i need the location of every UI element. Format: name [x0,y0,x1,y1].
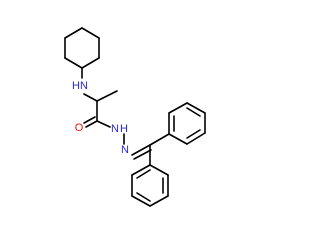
ring-bond [64,57,83,69]
cyclohexyl-ring [64,27,100,69]
ring-bond [131,195,151,207]
imine-n-label: N [121,144,129,156]
ring-bond [168,133,188,145]
carbonyl-to-hydrazide-n-bond [96,120,111,128]
carbonyl-double-bond-outer [85,120,98,128]
alpha-carbon-to-methyl-bond [96,90,118,102]
aromatic-inner-bond [186,129,201,139]
ring-bond [131,164,151,176]
ring-bond [149,164,169,176]
aromatic-inner-bond [186,107,201,117]
amine-to-alpha-carbon-bond [83,93,98,102]
aromatic-inner-bond [136,192,151,202]
imine-carbon-to-upper-phenyl-bond [149,133,170,146]
amine-label: HN [72,80,88,92]
aromatic-inner-bond [136,169,151,179]
hydrazide-h-label: H [120,123,128,135]
chemical-structure-diagram: HN O N H N [64,27,206,207]
ring-bond [64,27,83,39]
hydrazide-n-label: N [111,123,119,135]
carbonyl-double-bond-inner [83,116,96,124]
ring-bond [186,102,206,114]
ring-bond [168,102,188,114]
upper-phenyl-ring [168,102,206,145]
carbonyl-oxygen-label: O [75,122,84,134]
ring-bond [81,57,100,69]
ring-bond [186,132,206,145]
imine-double-bond-outer [131,144,151,156]
ring-bond [81,27,100,39]
lower-phenyl-ring [131,164,169,207]
ring-bond [149,195,169,207]
imine-double-bond-inner [133,149,152,160]
amine-label-background [73,80,89,92]
